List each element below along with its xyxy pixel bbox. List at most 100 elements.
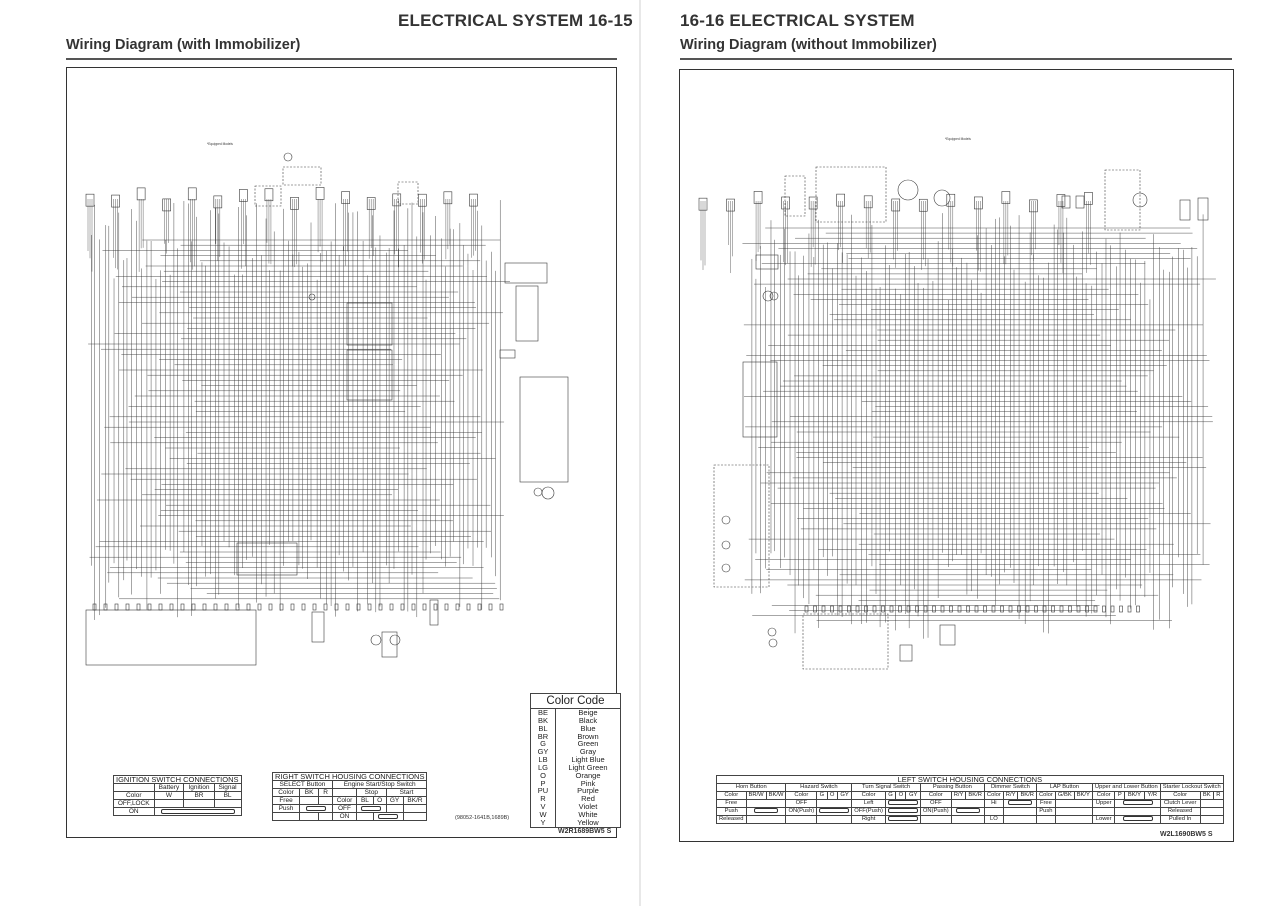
component-box bbox=[224, 603, 229, 611]
color-abbrev: V bbox=[531, 803, 556, 811]
ign-cell: BR bbox=[183, 791, 215, 800]
color-name: Orange bbox=[575, 770, 601, 780]
select-button-label: SELECT Button bbox=[272, 780, 333, 789]
component-box bbox=[356, 603, 361, 611]
switch-color-cell: G bbox=[816, 791, 828, 800]
connection-bar bbox=[887, 800, 918, 805]
component-symbol bbox=[762, 290, 774, 302]
component-box bbox=[855, 605, 860, 613]
switch-color-cell: BK/R bbox=[1017, 791, 1037, 800]
component-box bbox=[381, 631, 398, 658]
left-wiring-diagram: *Equipped Models bbox=[85, 142, 569, 666]
right-page: 16-16 ELECTRICAL SYSTEM Wiring Diagram (… bbox=[640, 0, 1280, 906]
component-box bbox=[940, 605, 945, 613]
right-switch-table-title: RIGHT SWITCH HOUSING CONNECTIONS bbox=[271, 772, 428, 781]
component-symbol bbox=[308, 293, 316, 301]
component-box bbox=[1075, 195, 1085, 209]
component-box bbox=[923, 605, 928, 613]
switch-color-cell: BK bbox=[1199, 791, 1215, 800]
component-box bbox=[1179, 199, 1191, 221]
switch-state-cell bbox=[1035, 815, 1056, 825]
switch-color-cell: BK/Y bbox=[1073, 791, 1093, 800]
switch-connection-cell bbox=[1199, 798, 1224, 809]
component-box bbox=[1061, 195, 1071, 209]
component-box bbox=[939, 624, 956, 646]
component-box bbox=[136, 603, 141, 611]
component-box bbox=[519, 376, 569, 483]
color-abbrev: BE bbox=[531, 709, 556, 717]
switch-connection-cell bbox=[1002, 815, 1037, 825]
switch-state-cell bbox=[1091, 807, 1116, 817]
left-page: ELECTRICAL SYSTEM 16-15 Wiring Diagram (… bbox=[66, 11, 633, 838]
switch-state-cell: LO bbox=[983, 815, 1004, 825]
switch-color-cell: Color bbox=[851, 791, 886, 800]
connection-bar bbox=[305, 805, 326, 811]
component-box bbox=[235, 603, 240, 611]
switch-group-label: Turn Signal Switch bbox=[851, 783, 921, 792]
switch-group-label: Dimmer Switch bbox=[983, 783, 1037, 792]
switch-connection-cell bbox=[950, 798, 985, 809]
switch-state-cell bbox=[919, 815, 952, 825]
left-title-rule bbox=[66, 58, 617, 60]
rs-off: OFF bbox=[331, 804, 358, 813]
connection-bar bbox=[160, 808, 235, 814]
connection-bar bbox=[1122, 816, 1153, 822]
right-figure-code-text: W2L1690BW5 bbox=[1160, 831, 1206, 838]
switch-connection-cell bbox=[816, 807, 853, 817]
switch-group-label: Hazard Switch bbox=[785, 783, 853, 792]
component-box bbox=[290, 603, 295, 611]
component-box bbox=[202, 603, 207, 611]
switch-color-cell: Color bbox=[716, 791, 747, 800]
component-box bbox=[323, 603, 328, 611]
component-box bbox=[1068, 605, 1072, 613]
color-abbrev: BL bbox=[531, 724, 556, 733]
component-box bbox=[755, 254, 779, 270]
component-box bbox=[257, 603, 262, 611]
engine-switch-label: Engine Start/Stop Switch bbox=[331, 780, 428, 789]
component-box bbox=[125, 603, 130, 611]
component-box bbox=[311, 611, 325, 643]
rs-push: Push bbox=[271, 804, 301, 813]
switch-color-cell: BK/Y bbox=[1124, 791, 1145, 800]
component-box bbox=[838, 605, 843, 613]
component-symbol bbox=[768, 638, 778, 648]
component-box bbox=[378, 603, 383, 611]
component-box bbox=[429, 599, 439, 626]
left-figure-code-text: W2R1689BW5 bbox=[558, 828, 605, 835]
switch-state-cell: Released bbox=[1159, 807, 1201, 817]
component-box bbox=[991, 605, 996, 613]
switch-color-cell: Y/R bbox=[1143, 791, 1161, 800]
switch-color-cell: R/Y bbox=[950, 791, 967, 800]
switch-color-cell: R/Y bbox=[1002, 791, 1019, 800]
connection-bar bbox=[1007, 800, 1032, 805]
color-name: Light Green bbox=[568, 762, 608, 772]
switch-connection-cell bbox=[1114, 807, 1161, 817]
switch-state-cell: ON(Push) bbox=[785, 807, 818, 817]
component-symbol bbox=[767, 627, 777, 637]
switch-color-cell: Color bbox=[983, 791, 1004, 800]
left-figure-code: W2R1689BW5 S bbox=[558, 828, 611, 835]
switch-color-cell: R bbox=[1213, 791, 1224, 800]
ignition-switch-table: IGNITION SWITCH CONNECTIONS Battery Igni… bbox=[113, 775, 242, 816]
ign-cell: Color bbox=[113, 791, 155, 800]
component-box bbox=[312, 603, 317, 611]
component-box bbox=[898, 605, 902, 613]
component-box bbox=[254, 185, 282, 207]
switch-connection-cell bbox=[884, 807, 921, 817]
component-symbol bbox=[1132, 192, 1148, 208]
color-abbrev: BR bbox=[531, 732, 556, 741]
component-box bbox=[213, 603, 218, 611]
connection-bar bbox=[753, 808, 778, 814]
switch-state-cell: OFF(Push) bbox=[851, 807, 886, 817]
connection-bar bbox=[361, 805, 382, 811]
switch-connection-cell bbox=[884, 815, 921, 825]
switch-state-cell: OFF bbox=[785, 798, 818, 809]
color-abbrev: GY bbox=[531, 748, 556, 757]
component-box bbox=[1102, 605, 1106, 613]
component-box bbox=[400, 603, 405, 611]
component-box bbox=[411, 603, 416, 611]
switch-connection-cell bbox=[1199, 815, 1224, 825]
